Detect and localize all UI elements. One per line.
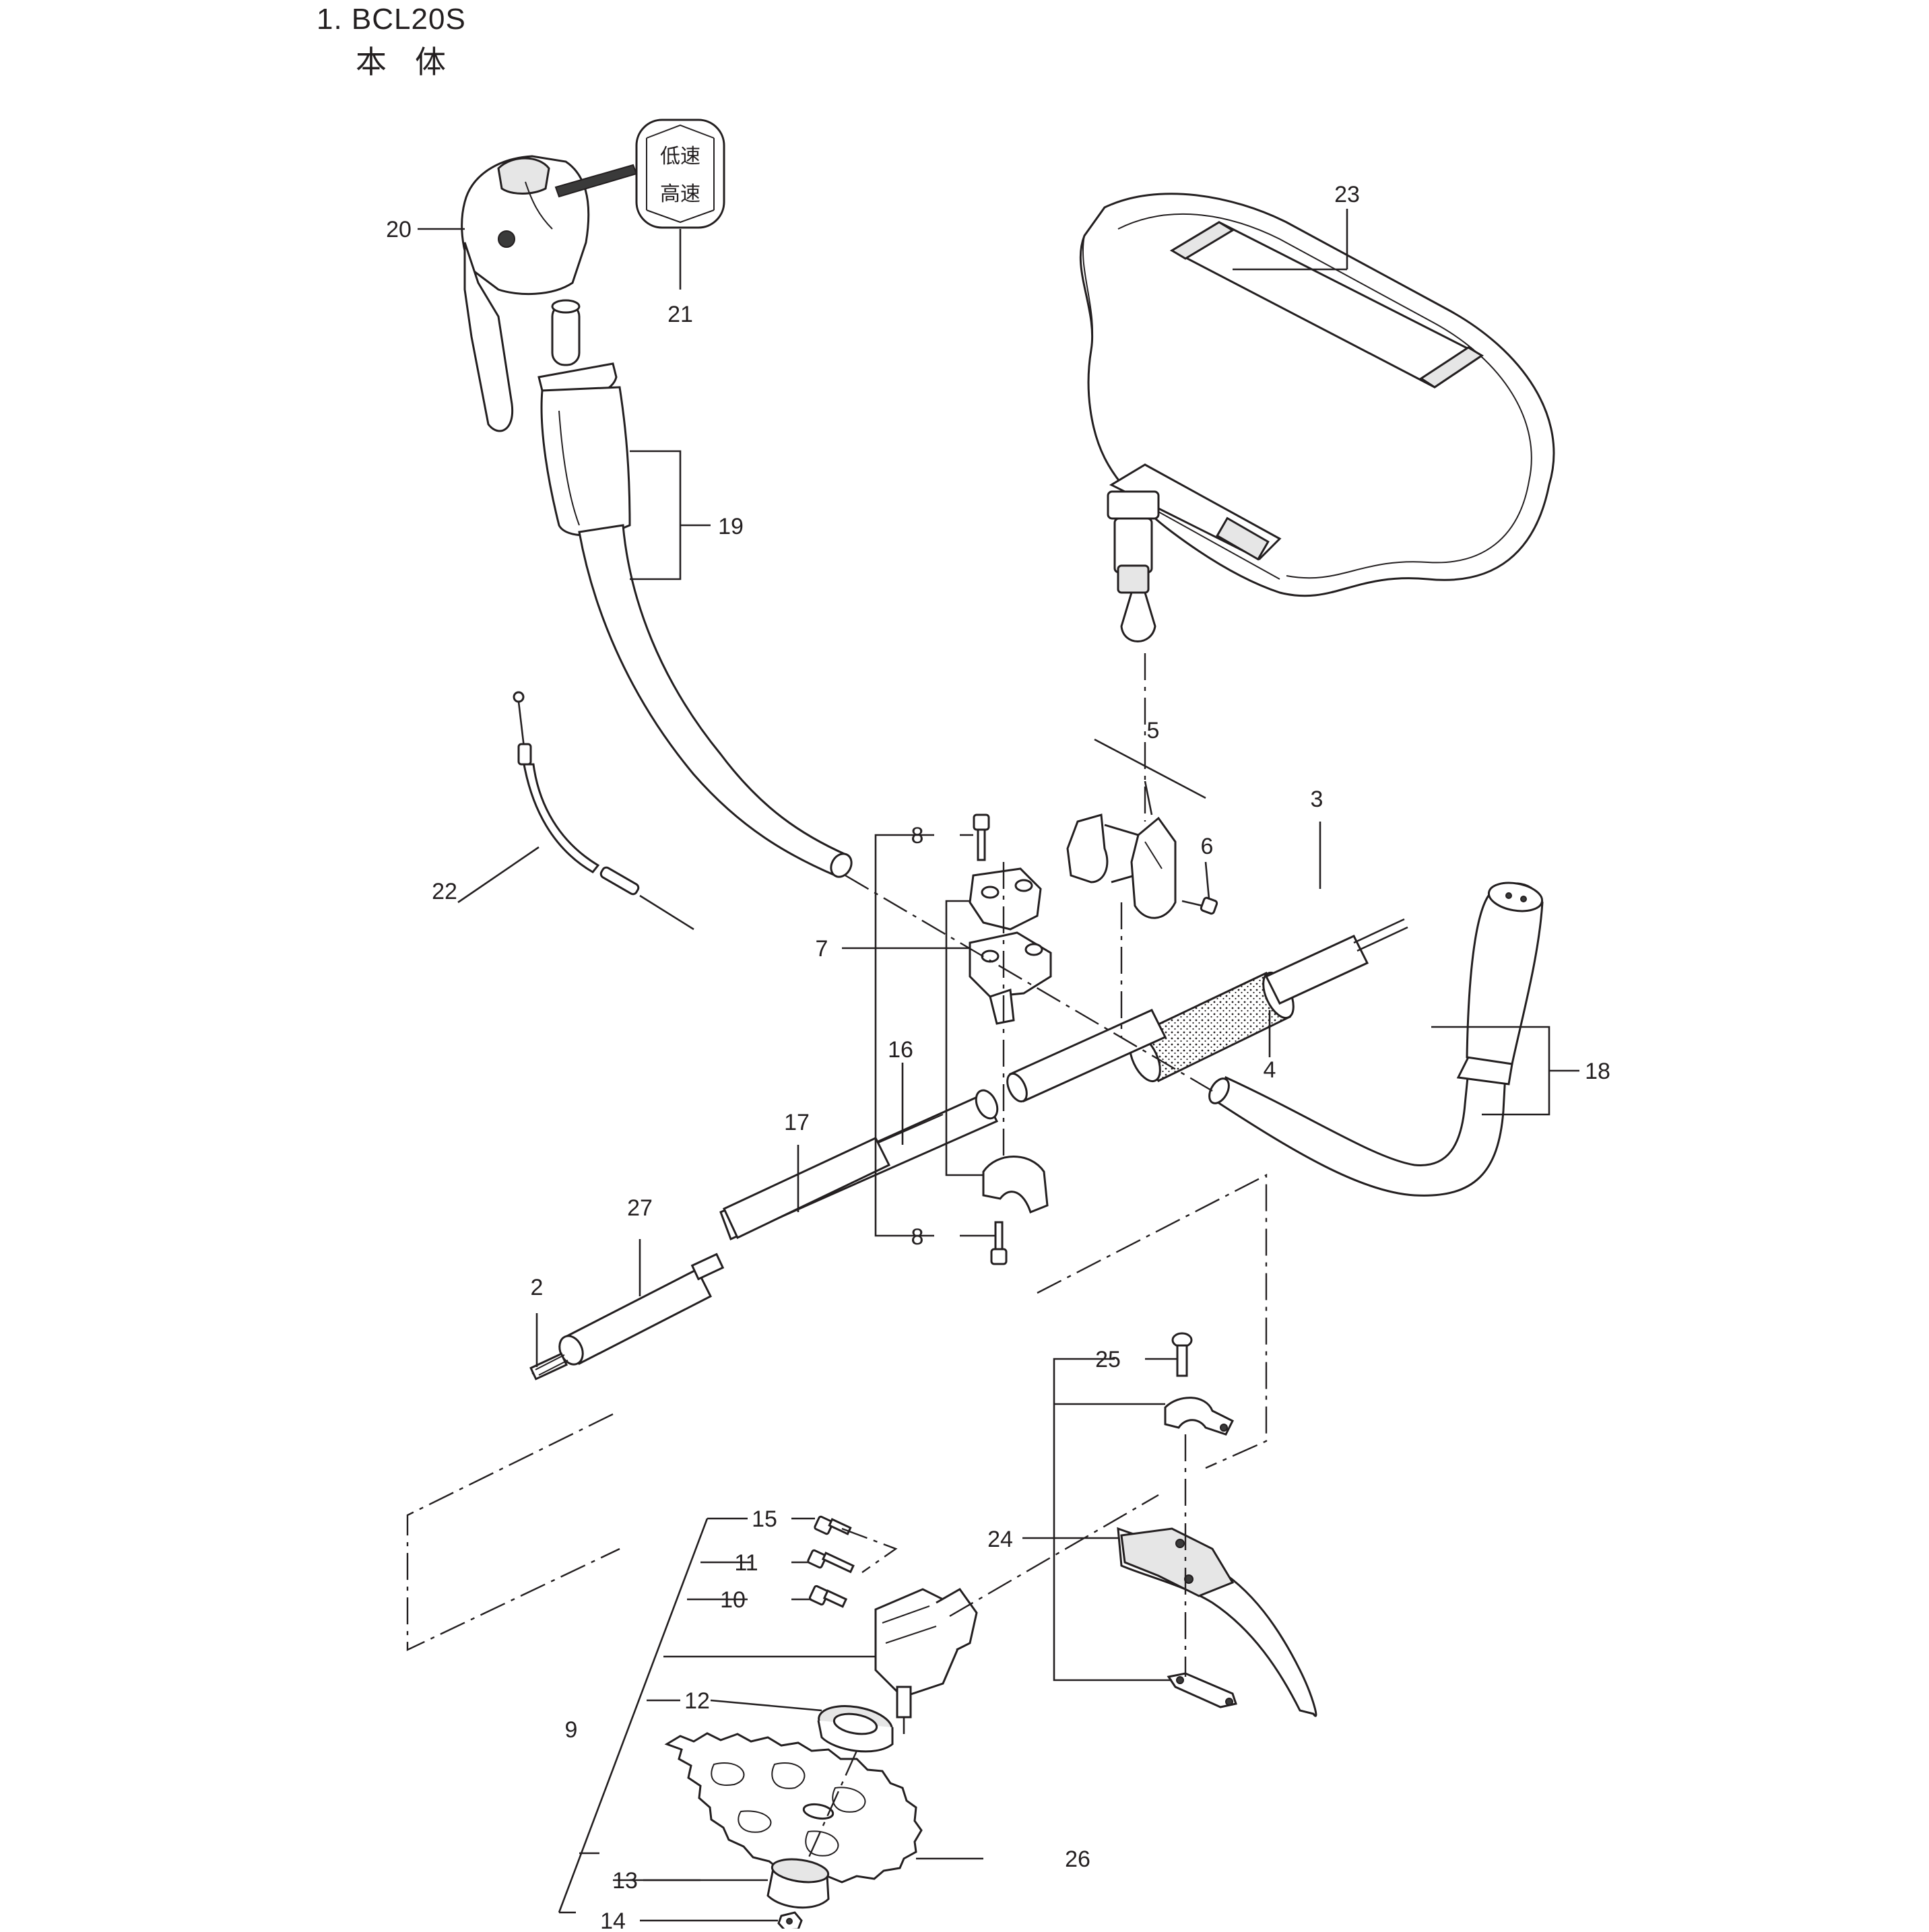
callout-15: 15: [752, 1506, 777, 1532]
guard-clamp: [1164, 1397, 1235, 1436]
handle-clamp-upper: [969, 867, 1042, 931]
handle-clamp-bottom: [982, 1156, 1049, 1213]
gear-case-bolt-10: [808, 1585, 848, 1608]
blade-holder-upper: [817, 1705, 894, 1753]
callout-labels: 20 21 23 19 22 5 6 3 4 18 8 7 16 17 27 8…: [386, 182, 1610, 1932]
callout-23: 23: [1334, 182, 1360, 207]
callout-14: 14: [600, 1908, 626, 1929]
callout-7: 7: [816, 936, 828, 962]
shaft-label-27: [558, 1253, 725, 1366]
callout-19: 19: [718, 514, 744, 539]
bracket-screw: [1181, 896, 1218, 915]
right-handle: [1208, 881, 1544, 1197]
gear-case: [874, 1588, 978, 1734]
callout-25: 25: [1095, 1347, 1121, 1372]
bolt-bottom: [990, 1221, 1008, 1265]
callout-10: 10: [720, 1587, 746, 1613]
callout-21: 21: [667, 302, 693, 327]
callout-16: 16: [888, 1037, 913, 1063]
assembly-lines: [406, 653, 1268, 1859]
callout-27: 27: [627, 1195, 653, 1221]
throttle-cable: [513, 691, 694, 931]
harness-bracket: [1066, 813, 1140, 884]
blade-guard: [1117, 1527, 1317, 1717]
speed-decal: 低速 高速: [635, 119, 725, 229]
guard-bolt: [1171, 1332, 1193, 1377]
handle-clamp-lower: [969, 931, 1052, 1025]
callout-24: 24: [987, 1527, 1013, 1552]
callout-17: 17: [784, 1110, 810, 1135]
diagram-title: 1. BCL20S: [317, 3, 466, 36]
callout-13: 13: [612, 1868, 638, 1894]
saw-blade: [664, 1732, 923, 1884]
callout-5: 5: [1147, 718, 1160, 743]
leader-lines: [418, 209, 1579, 1922]
throttle-lever: [461, 155, 638, 432]
callout-8-top: 8: [911, 823, 924, 848]
blade-nut: [777, 1911, 803, 1931]
callout-9: 9: [565, 1717, 578, 1743]
callout-4: 4: [1264, 1057, 1276, 1083]
callout-18: 18: [1585, 1059, 1610, 1084]
left-handle: [537, 299, 853, 878]
upper-tube: [1006, 918, 1408, 1103]
drive-shaft: [529, 1352, 568, 1380]
callout-26: 26: [1065, 1846, 1090, 1872]
shaft-label-17: [723, 1137, 891, 1240]
callout-6: 6: [1201, 834, 1214, 859]
callout-20: 20: [386, 217, 412, 242]
gear-case-screw-15: [814, 1515, 852, 1535]
diagram-subtitle: 本体: [356, 44, 474, 80]
callout-11: 11: [734, 1550, 758, 1576]
decal-bottom-text: 高速: [660, 183, 700, 205]
decal-top-text: 低速: [660, 145, 700, 168]
bolt-top: [973, 813, 990, 861]
callout-3: 3: [1311, 787, 1323, 812]
gear-case-screw-11: [807, 1549, 855, 1574]
blade-holder-lower: [766, 1858, 830, 1909]
harness-ring: [1130, 816, 1177, 919]
callout-22: 22: [432, 879, 457, 904]
callout-2: 2: [531, 1275, 544, 1300]
callout-12: 12: [684, 1688, 710, 1714]
guard-plate: [1167, 1672, 1237, 1708]
callout-8-bottom: 8: [911, 1224, 924, 1250]
harness-hook: [1107, 490, 1280, 642]
